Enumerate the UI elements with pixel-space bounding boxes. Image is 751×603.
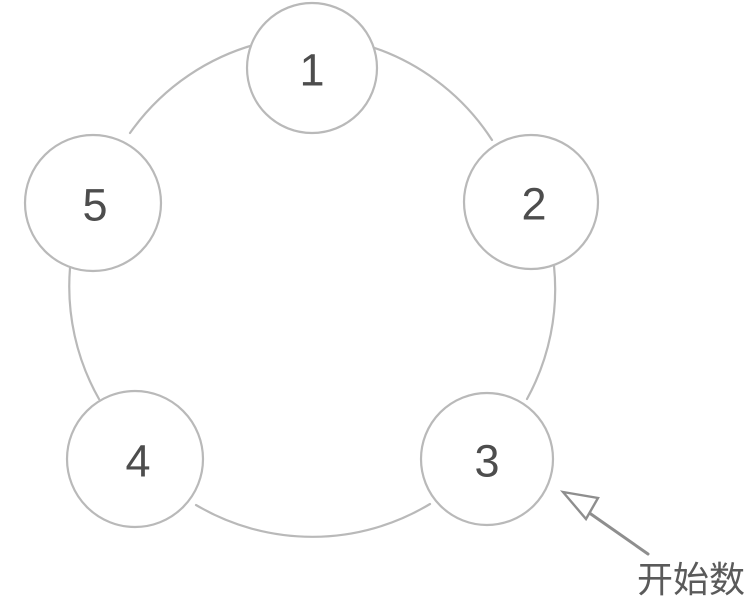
arrow-shaft — [586, 510, 650, 556]
start-annotation-label: 开始数 — [637, 560, 745, 601]
arc-node2-to-node3 — [525, 264, 557, 401]
node-label-2: 2 — [521, 179, 546, 230]
arc-node1-to-node2 — [360, 42, 494, 142]
node-circle-4[interactable] — [65, 389, 205, 529]
node-circle-5[interactable] — [23, 133, 163, 273]
arc-node3-to-node4 — [194, 502, 432, 538]
start-annotation-arrow — [559, 490, 650, 556]
arc-node4-to-node5 — [68, 266, 101, 401]
node-label-5: 5 — [82, 180, 107, 231]
arc-node5-to-node1 — [128, 40, 267, 135]
node-circle-3[interactable] — [419, 391, 555, 527]
node-label-1: 1 — [299, 45, 324, 96]
node-labels: 1 2 3 4 5 — [82, 45, 546, 487]
arrow-head-icon — [559, 490, 600, 522]
node-label-3: 3 — [474, 436, 499, 487]
node-circle-1[interactable] — [245, 1, 379, 135]
node-circle-2[interactable] — [462, 133, 600, 271]
node-label-4: 4 — [125, 436, 150, 487]
ring-arcs — [68, 40, 557, 538]
ring-nodes — [23, 1, 600, 529]
